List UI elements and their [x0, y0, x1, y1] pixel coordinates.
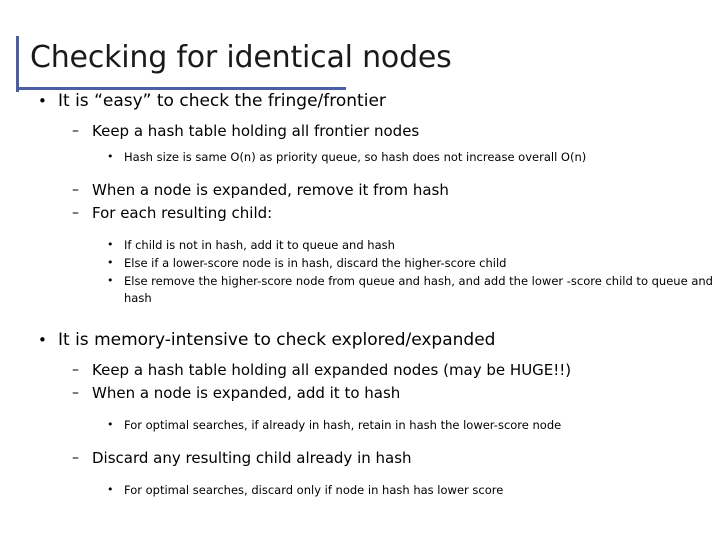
title-area: Checking for identical nodes: [0, 18, 720, 92]
bullet-text: When a node is expanded, remove it from …: [92, 181, 449, 199]
bullet-level2-item: – Discard any resulting child already in…: [0, 448, 720, 469]
bullet-marker: •: [107, 418, 114, 431]
bullet-level3-item: • For optimal searches, discard only if …: [0, 482, 720, 499]
bullet-marker: –: [72, 182, 79, 198]
bullet-marker: •: [107, 256, 114, 269]
bullet-text: Else remove the higher-score node from q…: [124, 274, 713, 305]
bullet-level2-item: – When a node is expanded, remove it fro…: [0, 180, 720, 201]
bullet-text: Else if a lower-score node is in hash, d…: [124, 256, 507, 270]
bullet-text: When a node is expanded, add it to hash: [92, 384, 401, 402]
bullet-level2-item: – Keep a hash table holding all frontier…: [0, 121, 720, 142]
bullet-level2-item: – Keep a hash table holding all expanded…: [0, 360, 720, 381]
bullet-marker: •: [38, 92, 47, 110]
bullet-marker: •: [107, 274, 114, 287]
bullet-text: Keep a hash table holding all frontier n…: [92, 122, 420, 140]
bullet-text: Discard any resulting child already in h…: [92, 449, 412, 467]
bullet-level3-item: • Else remove the higher-score node from…: [0, 273, 720, 307]
spacer: [0, 166, 720, 178]
spacer: [0, 434, 720, 446]
bullet-text: For each resulting child:: [92, 204, 273, 222]
bullet-text: Hash size is same O(n) as priority queue…: [124, 150, 587, 164]
bullet-level3-item: • Hash size is same O(n) as priority que…: [0, 149, 720, 166]
bullet-marker: •: [107, 483, 114, 496]
page-title: Checking for identical nodes: [30, 40, 452, 75]
bullet-marker: •: [38, 331, 47, 349]
bullet-text: If child is not in hash, add it to queue…: [124, 238, 395, 252]
title-horizontal-rule: [16, 87, 346, 90]
bullet-level3-item: • Else if a lower-score node is in hash,…: [0, 255, 720, 272]
bullet-level3-item: • If child is not in hash, add it to que…: [0, 237, 720, 254]
bullet-marker: –: [72, 385, 79, 401]
bullet-marker: –: [72, 123, 79, 139]
bullet-text: For optimal searches, if already in hash…: [124, 418, 562, 432]
bullet-level3-item: • For optimal searches, if already in ha…: [0, 417, 720, 434]
slide-body: • It is “easy” to check the fringe/front…: [0, 84, 720, 499]
bullet-marker: –: [72, 362, 79, 378]
bullet-marker: –: [72, 205, 79, 221]
spacer: [0, 404, 720, 416]
spacer: [0, 224, 720, 236]
spacer: [0, 307, 720, 323]
bullet-text: Keep a hash table holding all expanded n…: [92, 361, 572, 379]
bullet-level1-item: • It is “easy” to check the fringe/front…: [0, 90, 720, 113]
bullet-marker: –: [72, 450, 79, 466]
title-vertical-rule: [16, 36, 19, 92]
bullet-marker: •: [107, 150, 114, 163]
spacer: [0, 469, 720, 481]
bullet-text: It is “easy” to check the fringe/frontie…: [58, 91, 386, 111]
bullet-level2-item: – For each resulting child:: [0, 203, 720, 224]
bullet-text: It is memory-intensive to check explored…: [58, 330, 496, 350]
spacer: [0, 113, 720, 119]
bullet-text: For optimal searches, discard only if no…: [124, 483, 504, 497]
bullet-level1-item: • It is memory-intensive to check explor…: [0, 329, 720, 352]
bullet-marker: •: [107, 238, 114, 251]
spacer: [0, 352, 720, 358]
bullet-level2-item: – When a node is expanded, add it to has…: [0, 383, 720, 404]
